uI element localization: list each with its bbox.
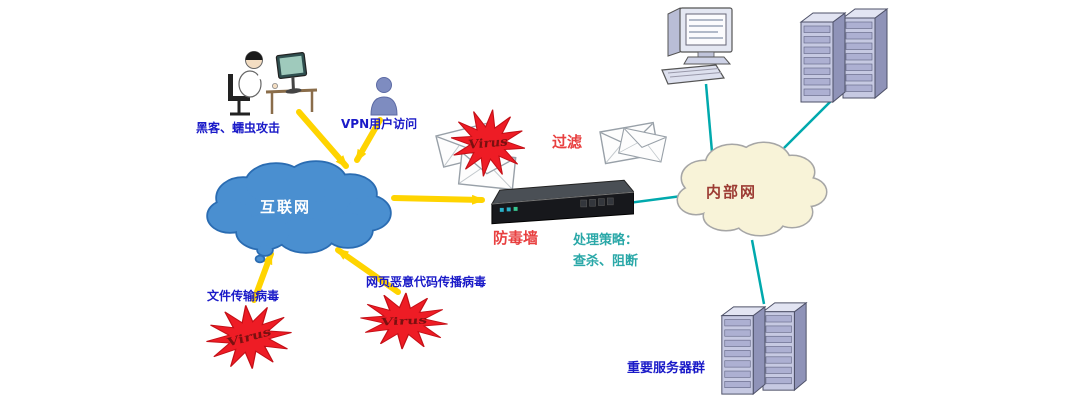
web-virus-label: 网页恶意代码传播病毒	[366, 275, 487, 289]
hacker-label: 黑客、蠕虫攻击	[196, 121, 281, 135]
firewall-label: 防毒墙	[493, 229, 539, 247]
virus-text: Virus	[468, 135, 509, 152]
intranet-links	[627, 83, 839, 305]
policy-text: 处理策略： 查杀、阻断	[573, 230, 638, 272]
firewall-appliance-icon	[491, 179, 634, 225]
hacker-at-computer-icon	[228, 51, 318, 116]
server-towers-icon	[800, 8, 888, 103]
file-virus-label: 文件传输病毒	[207, 289, 280, 303]
internet-cloud	[206, 160, 392, 264]
filtered-mail-icons	[599, 121, 667, 165]
virus-burst-file-icon: Virus	[206, 305, 292, 369]
virus-burst-mail-icon: Virus	[450, 109, 526, 177]
vpn-user-label: VPN用户访问	[341, 117, 418, 131]
server-group-label: 重要服务器群	[627, 361, 706, 376]
virus-text: Virus	[380, 315, 429, 329]
intranet-cloud-label: 内部网	[706, 183, 758, 201]
policy-actions: 查杀、阻断	[573, 254, 639, 269]
attack-arrows	[251, 109, 485, 303]
policy-title: 处理策略：	[573, 233, 639, 248]
vpn-user-icon	[370, 77, 398, 116]
virus-burst-web-icon: Virus	[360, 292, 448, 350]
internet-cloud-label: 互联网	[260, 198, 312, 216]
desktop-computer-icon	[661, 7, 733, 85]
filter-label: 过滤	[552, 133, 583, 151]
intranet-cloud	[676, 141, 828, 237]
server-group-icon	[721, 302, 807, 395]
